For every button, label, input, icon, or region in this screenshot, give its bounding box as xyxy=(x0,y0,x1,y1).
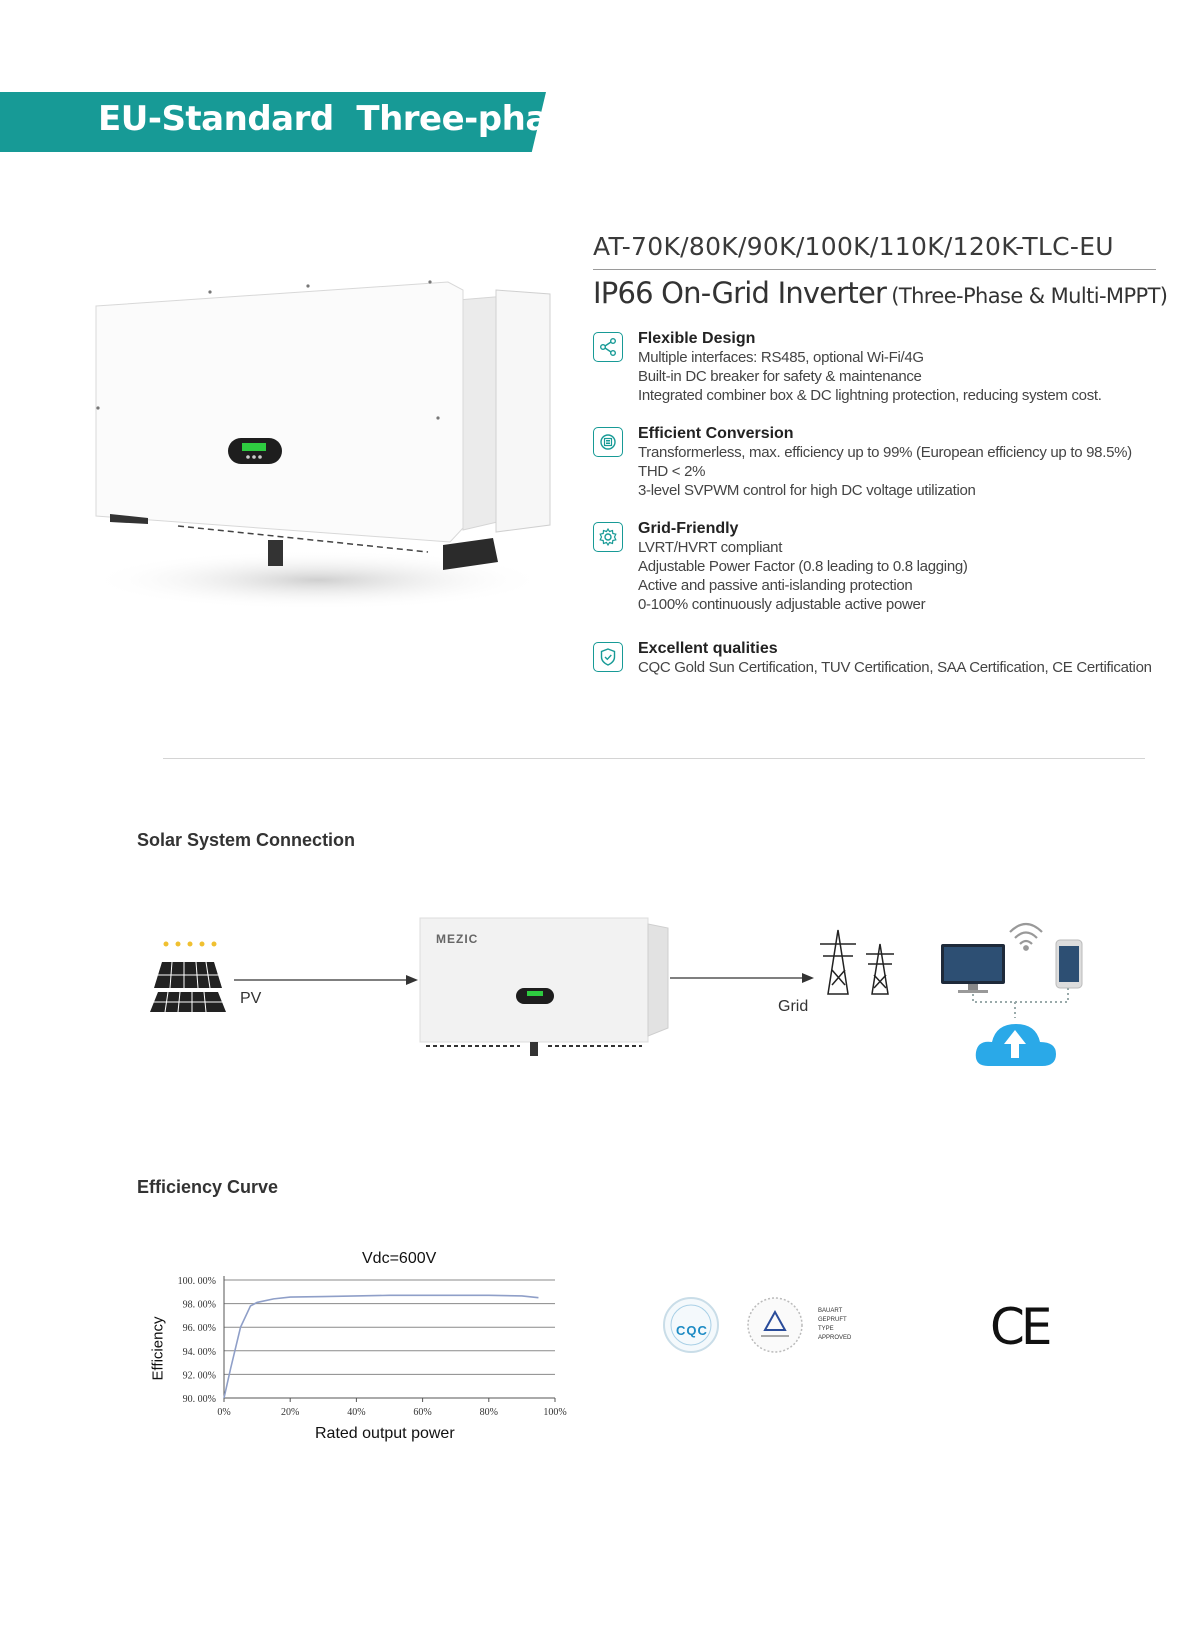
feature-line: Adjustable Power Factor (0.8 leading to … xyxy=(638,558,968,575)
feature-title: Efficient Conversion xyxy=(638,425,794,442)
model-number: AT-70K/80K/90K/100K/110K/120K-TLC-EU xyxy=(593,232,1114,261)
tuv-line: APPROVED xyxy=(818,1335,852,1341)
cloud-upload-icon xyxy=(975,1024,1056,1066)
feature-line: Multiple interfaces: RS485, optional Wi-… xyxy=(638,349,924,366)
tuv-approval-text: BAUART GEPRUFT TYPE APPROVED xyxy=(818,1307,851,1343)
monitor-icon xyxy=(941,944,1005,993)
feature-line: Built-in DC breaker for safety & mainten… xyxy=(638,368,922,385)
feature-line: 3-level SVPWM control for high DC voltag… xyxy=(638,482,976,499)
inverter-brand: MEZIC xyxy=(436,932,479,946)
subtitle-main: IP66 On-Grid Inverter xyxy=(593,276,887,310)
efficiency-section-title: Efficiency Curve xyxy=(137,1177,279,1197)
feature-line: LVRT/HVRT compliant xyxy=(638,539,783,556)
certifications-row xyxy=(663,1297,803,1353)
feature-line: Transformerless, max. efficiency up to 9… xyxy=(638,444,1132,461)
chart-y-axis-label: Efficiency xyxy=(149,1316,167,1381)
inverter-icon xyxy=(419,917,669,1056)
tuv-line: BAUART xyxy=(818,1308,843,1314)
model-underline xyxy=(593,269,1156,270)
solar-panel-icon xyxy=(150,941,226,1013)
chart-x-axis-label: Rated output power xyxy=(315,1425,455,1442)
feature-line: THD < 2% xyxy=(638,463,706,480)
section-divider xyxy=(163,758,1145,759)
chart-x-tick-label: 20% xyxy=(281,1407,299,1418)
chart-y-tick-label: 90. 00% xyxy=(183,1394,216,1405)
chart-y-tick-label: 92. 00% xyxy=(183,1370,216,1381)
feature-title: Grid-Friendly xyxy=(638,520,739,537)
inverter-product-image xyxy=(88,280,551,610)
chart-x-tick-label: 100% xyxy=(543,1407,566,1418)
pv-label: PV xyxy=(240,990,262,1007)
feature-title: Flexible Design xyxy=(638,330,756,347)
cqc-logo-text: CQC xyxy=(676,1323,708,1338)
chart-y-tick-label: 100. 00% xyxy=(178,1276,216,1287)
shield-icon xyxy=(593,642,623,672)
tuv-line: TYPE xyxy=(818,1326,834,1332)
feature-title: Excellent qualities xyxy=(638,640,778,657)
chart-y-tick-label: 96. 00% xyxy=(183,1323,216,1334)
chart-x-tick-label: 40% xyxy=(347,1407,365,1418)
feature-line: CQC Gold Sun Certification, TUV Certific… xyxy=(638,659,1152,676)
chart-title: Vdc=600V xyxy=(362,1250,437,1267)
efficiency-chart: 90. 00% 92. 00% 94. 00% 96. 00% 98. 00% 100. … xyxy=(178,1276,567,1418)
power-tower-icon xyxy=(820,929,894,995)
feature-line: 0-100% continuously adjustable active po… xyxy=(638,596,926,613)
chart-x-tick-label: 0% xyxy=(217,1407,230,1418)
subtitle-detail: (Three-Phase & Multi-MPPT) xyxy=(891,284,1168,308)
chart-series-line xyxy=(223,1294,539,1399)
feature-line: Integrated combiner box & DC lightning p… xyxy=(638,387,1102,404)
header-banner xyxy=(0,92,546,152)
page-title: EU-Standard Three-phase xyxy=(98,99,591,139)
tuv-logo xyxy=(747,1297,803,1353)
phone-icon xyxy=(1055,939,1083,989)
cqc-logo xyxy=(663,1297,719,1353)
feature-line: Active and passive anti-islanding protec… xyxy=(638,577,913,594)
chart-x-tick-label: 80% xyxy=(480,1407,498,1418)
connection-section-title: Solar System Connection xyxy=(137,830,356,850)
chart-y-tick-label: 98. 00% xyxy=(183,1300,216,1311)
gear-icon xyxy=(593,522,623,552)
wifi-icon xyxy=(1009,922,1043,951)
chart-y-tick-label: 94. 00% xyxy=(183,1347,216,1358)
grid-label: Grid xyxy=(778,998,809,1015)
ce-mark-logo: CE xyxy=(990,1298,1052,1356)
share-icon xyxy=(593,332,623,362)
chip-icon xyxy=(593,427,623,457)
product-subtitle: IP66 On-Grid Inverter (Three-Phase & Mul… xyxy=(593,276,1168,310)
tuv-line: GEPRUFT xyxy=(818,1317,847,1323)
chart-x-tick-label: 60% xyxy=(413,1407,431,1418)
